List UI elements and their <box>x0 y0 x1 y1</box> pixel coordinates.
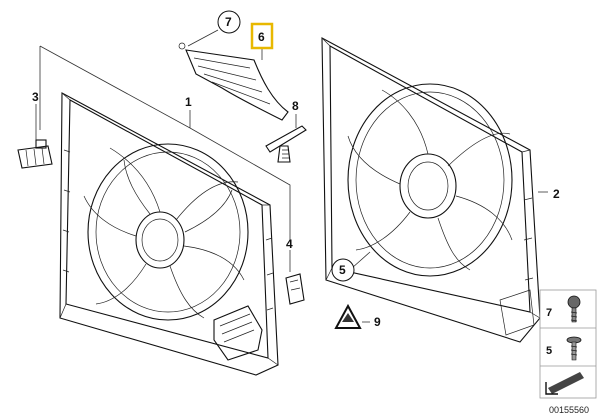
callout-4: 4 <box>286 237 293 251</box>
callout-8-label: 8 <box>292 99 299 113</box>
callout-6: 6 <box>250 22 274 50</box>
callout-2: 2 <box>553 187 560 201</box>
callout-4-label: 4 <box>286 237 293 251</box>
callout-5: 5 <box>331 258 355 282</box>
expanding-rivet <box>265 125 307 163</box>
callout-8: 8 <box>292 99 299 113</box>
bracket-part <box>285 273 305 305</box>
screw-icon <box>567 295 581 323</box>
warning-label-icon <box>334 303 362 329</box>
connector-clip <box>17 139 53 169</box>
callout-6-label: 6 <box>258 30 265 44</box>
fastener-legend: 7 5 <box>539 289 597 399</box>
fan-shroud-right <box>321 37 541 343</box>
callout-2-label: 2 <box>553 187 560 201</box>
callout-9: 9 <box>374 315 381 329</box>
callout-1-label: 1 <box>185 95 192 109</box>
callout-5-label: 5 <box>339 263 346 277</box>
bolt-icon <box>566 336 582 361</box>
fan-shroud-left <box>59 92 279 376</box>
legend-item-7-label: 7 <box>546 307 552 319</box>
air-guide-part <box>178 42 289 121</box>
callout-3-label: 3 <box>32 90 39 104</box>
diagram-reference-number: 00155560 <box>549 405 589 415</box>
legend-item-5-label: 5 <box>546 345 552 357</box>
callout-3: 3 <box>32 90 39 104</box>
callout-9-label: 9 <box>374 315 381 329</box>
direction-arrow-icon <box>545 372 584 395</box>
callout-7-label: 7 <box>225 15 232 29</box>
callout-7: 7 <box>217 10 241 34</box>
callout-1: 1 <box>185 95 192 109</box>
leader-lines <box>35 29 548 323</box>
